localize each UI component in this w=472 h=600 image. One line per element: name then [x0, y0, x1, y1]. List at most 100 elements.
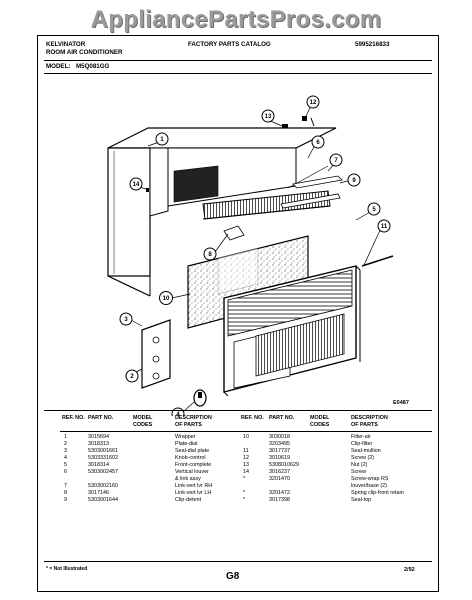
description: Clip-detent: [175, 497, 202, 503]
part-no: 5303002457: [88, 469, 118, 475]
exploded-diagram: 1 14 13 12 6 7 9 5 8 10 11 3 2 4: [107, 95, 394, 416]
svg-text:11: 11: [381, 224, 388, 230]
table-row: 14 3016237 Screw: [38, 469, 438, 476]
callout-10: 10: [159, 291, 173, 305]
seal-mullion: [361, 255, 394, 267]
description: louver/base (2): [351, 483, 387, 489]
control-dial-plate: [141, 319, 171, 389]
callout-13: 13: [261, 109, 275, 123]
header-ref-no-right: REF. NO.: [241, 415, 264, 421]
header-ref-no: REF. NO.: [62, 415, 85, 421]
footer-divider: [44, 561, 432, 562]
ref-no: 10: [243, 434, 249, 440]
description: Seal-dial plate: [175, 448, 210, 454]
part-no: 3201470: [269, 476, 290, 482]
description: & link assy: [175, 476, 201, 482]
header-model-codes: MODEL CODES: [133, 415, 153, 428]
description: Screw: [351, 469, 366, 475]
header-description-right: DESCRIPTION OF PARTS: [351, 415, 388, 428]
callout-11: 11: [377, 219, 391, 233]
svg-text:9: 9: [352, 178, 356, 184]
hardware-screws: [146, 116, 315, 192]
ref-no: 4: [64, 455, 67, 461]
ref-no: 1: [64, 434, 67, 440]
svg-text:7: 7: [334, 158, 338, 164]
table-row: * 3017398 Seal-top: [38, 497, 438, 504]
callout-2: 2: [125, 369, 139, 383]
revision-date: 2/92: [404, 567, 415, 573]
part-no: 3017398: [269, 497, 290, 503]
header-part-no-right: PART NO.: [269, 415, 295, 421]
ref-no: 14: [243, 469, 249, 475]
description: Filter-air: [351, 434, 371, 440]
svg-text:3: 3: [124, 317, 128, 323]
description: Wrapper: [175, 434, 196, 440]
part-no: 3010619: [269, 455, 290, 461]
ref-no: *: [243, 476, 246, 482]
front-grille: [223, 265, 361, 397]
description: Nut (2): [351, 462, 368, 468]
callout-5: 5: [367, 202, 381, 216]
part-no: 3015694: [88, 434, 109, 440]
footnote: * = Not Illustrated: [46, 566, 88, 572]
callout-9: 9: [347, 173, 361, 187]
ref-no: 9: [64, 497, 67, 503]
description: Screw (2): [351, 455, 375, 461]
ref-no: 12: [243, 455, 249, 461]
watermark: AppliancePartsPros.com: [90, 6, 382, 33]
ref-no: 6: [64, 469, 67, 475]
description: Seal-top: [351, 497, 372, 503]
header-description: DESCRIPTION OF PARTS: [175, 415, 212, 428]
table-row: 7 5303002160 Link-vert lvr RH: [38, 483, 238, 490]
parts-table: REF. NO. PART NO. MODEL CODES DESCRIPTIO…: [38, 415, 438, 565]
description: Screw-wrap RS: [351, 476, 389, 482]
svg-text:4: 4: [176, 412, 180, 416]
table-row: 4 5303331602 Knob-control: [38, 455, 238, 462]
header-model-codes-right: MODEL CODES: [310, 415, 330, 428]
table-row: 10 3030018 Filter-air: [38, 434, 438, 441]
svg-text:14: 14: [133, 182, 140, 188]
ref-no: 2: [64, 441, 67, 447]
part-no: 3018314: [88, 462, 109, 468]
brand-name: KELVINATOR: [46, 41, 86, 48]
header-rule: [60, 431, 432, 432]
model-divider: [44, 73, 432, 74]
description: Plate-dial: [175, 441, 198, 447]
product-name: ROOM AIR CONDITIONER: [46, 49, 123, 56]
part-no: 3017737: [269, 448, 290, 454]
description: Spring clip-front retain: [351, 490, 404, 496]
table-top-divider: [44, 410, 432, 411]
table-row: * 3201470 Screw-wrap RS: [38, 476, 438, 483]
description: Clip-filter: [351, 441, 373, 447]
callout-3: 3: [119, 312, 133, 326]
description: Knob-control: [175, 455, 206, 461]
table-row: 9 5303001644 Clip-detent: [38, 497, 238, 504]
ref-no: 7: [64, 483, 67, 489]
table-row: louver/base (2): [38, 483, 438, 490]
header-divider: [44, 60, 432, 61]
table-row: 3 5303001661 Seal-dial plate: [38, 448, 238, 455]
svg-text:13: 13: [265, 114, 272, 120]
table-row: 5 3018314 Front-complete: [38, 462, 238, 469]
part-no: 3203495: [269, 441, 290, 447]
ref-no: *: [243, 490, 246, 496]
figure-id: E0487: [393, 400, 409, 406]
svg-text:6: 6: [316, 140, 320, 146]
model-label: MODEL:: [46, 63, 71, 70]
table-row: 2 3018313 Plate-dial: [38, 441, 238, 448]
table-row: 3203495 Clip-filter: [38, 441, 438, 448]
ref-no: 13: [243, 462, 249, 468]
vertical-louver-assy: [202, 165, 343, 241]
control-knob: [193, 389, 207, 407]
part-no: 3201472: [269, 490, 290, 496]
part-no: 5308010629: [269, 462, 299, 468]
svg-text:12: 12: [310, 100, 317, 106]
part-no: 5303001644: [88, 497, 118, 503]
callout-1: 1: [155, 132, 169, 146]
callout-8: 8: [203, 247, 217, 261]
callout-6: 6: [311, 135, 325, 149]
table-row: 11 3017737 Seal-mullion: [38, 448, 438, 455]
ref-no: 11: [243, 448, 249, 454]
table-row: * 3201472 Spring clip-front retain: [38, 490, 438, 497]
part-no: 5303001661: [88, 448, 118, 454]
